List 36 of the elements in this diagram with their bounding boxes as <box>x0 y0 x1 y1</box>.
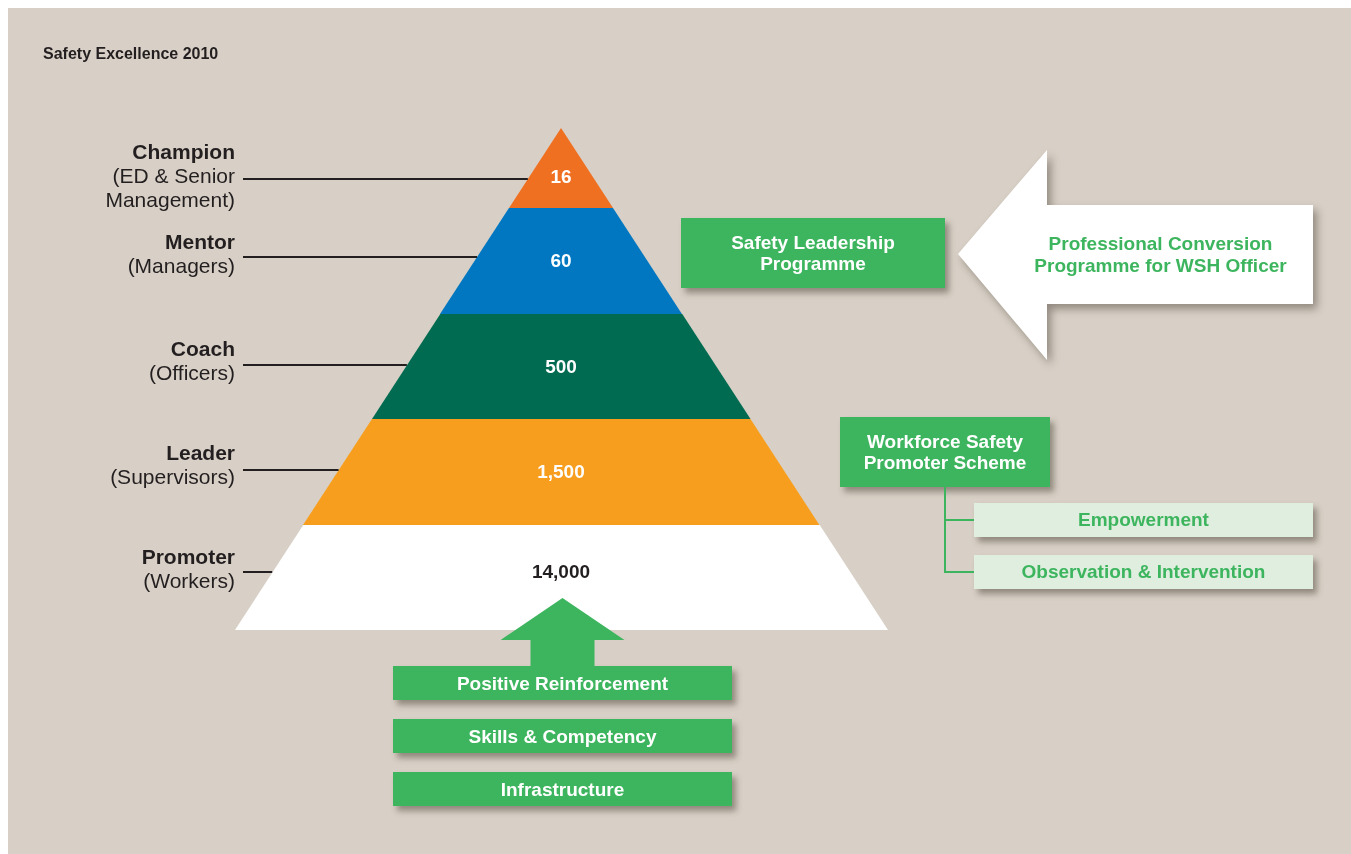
leader-line <box>242 469 340 471</box>
role-description: (Supervisors) <box>110 465 235 489</box>
sub-item-box: Empowerment <box>974 503 1313 537</box>
role-title: Coach <box>170 337 235 361</box>
foundation-box: Positive Reinforcement <box>393 666 732 700</box>
tier-count: 14,000 <box>531 560 591 583</box>
role-description: (Officers) <box>149 361 235 385</box>
programme-box: Workforce Safety Promoter Scheme <box>840 417 1050 487</box>
pyramid-tier <box>234 525 888 630</box>
programme-label: Professional Conversion Programme for WSH Officer <box>1033 233 1288 277</box>
tier-count: 500 <box>545 355 577 378</box>
role-title: Promoter <box>141 545 235 569</box>
tier-count: 16 <box>550 166 572 188</box>
role-description: (ED & Senior Management) <box>104 164 235 212</box>
foundation-box: Skills & Competency <box>393 719 732 753</box>
role-title: Leader <box>166 441 235 465</box>
arrow-shape <box>958 150 1313 360</box>
role-title: Champion <box>132 140 235 164</box>
sub-item-box: Observation & Intervention <box>974 555 1313 589</box>
connector-line <box>944 486 975 573</box>
leader-line <box>242 364 408 366</box>
pyramid-tier <box>302 419 820 525</box>
tier-count: 60 <box>550 250 572 272</box>
role-description: (Managers) <box>127 254 235 278</box>
leader-line <box>242 256 479 258</box>
pyramid-tier <box>440 208 682 314</box>
programme-box: Safety Leadership Programme <box>681 218 945 288</box>
block-arrow <box>500 598 625 666</box>
foundation-box: Infrastructure <box>393 772 732 806</box>
role-title: Mentor <box>165 230 235 254</box>
tier-count: 1,500 <box>537 461 585 483</box>
role-description: (Workers) <box>143 569 235 593</box>
pyramid-tier <box>371 314 751 419</box>
leader-line <box>242 178 529 180</box>
diagram-title: Safety Excellence 2010 <box>43 45 219 63</box>
leader-line <box>242 571 274 573</box>
